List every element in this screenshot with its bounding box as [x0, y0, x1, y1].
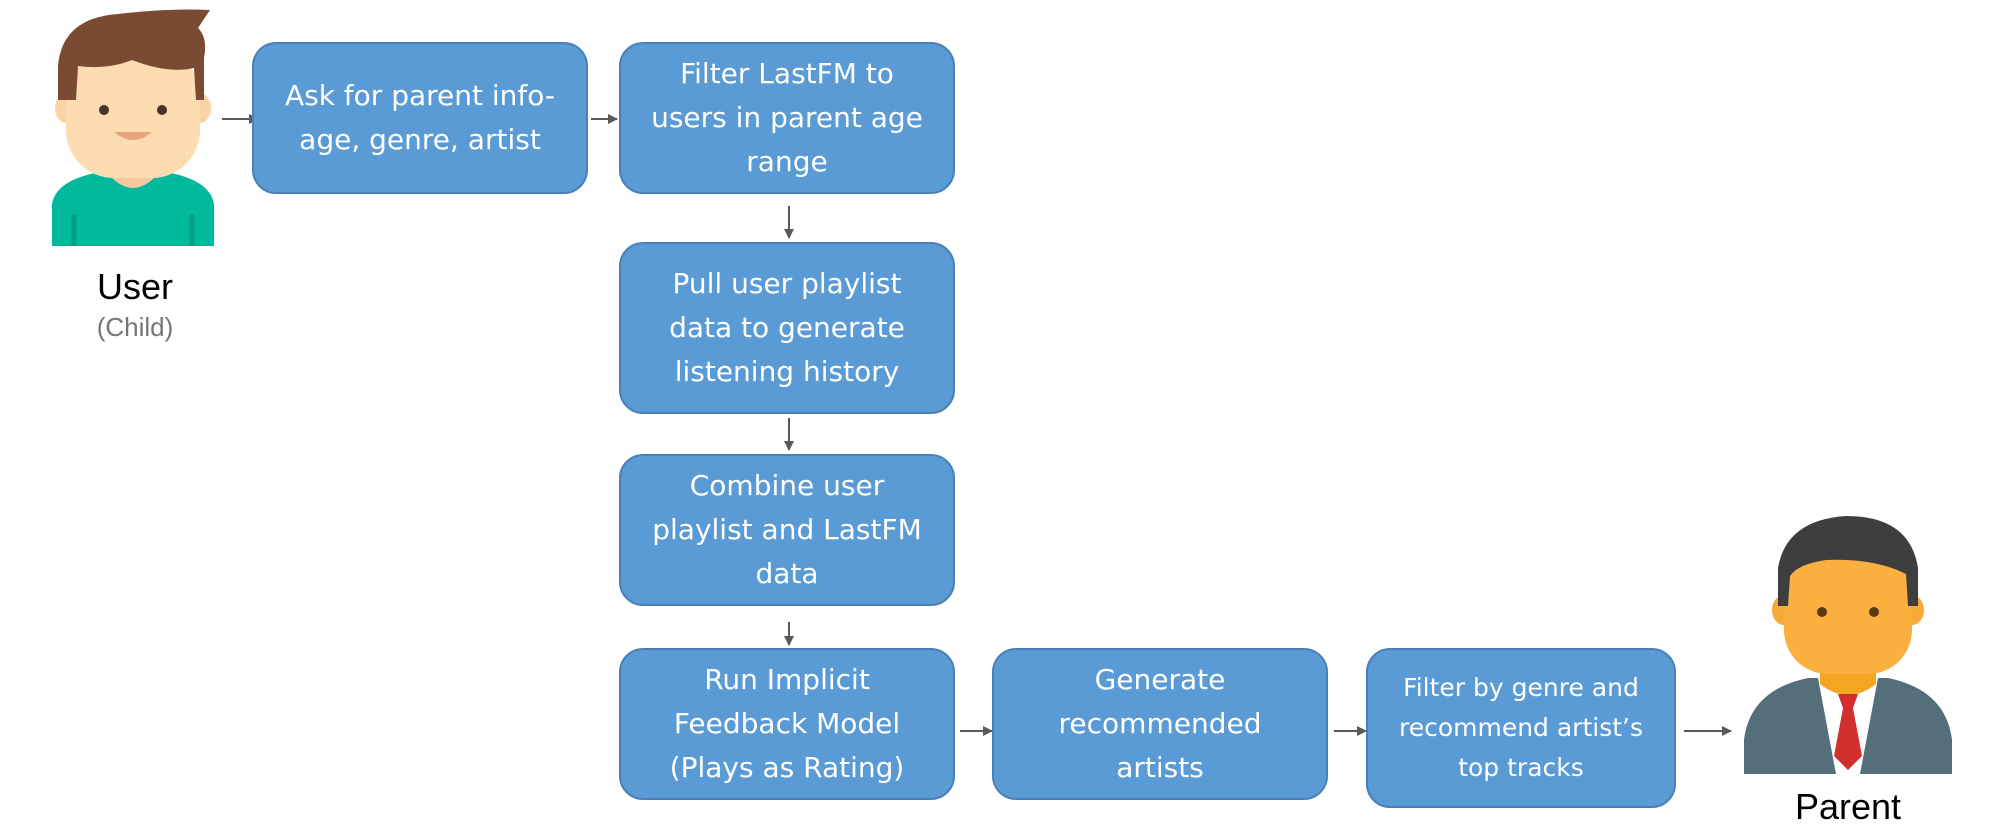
step-generate-artists: Generate recommended artists	[992, 648, 1328, 800]
step-pull-playlist: Pull user playlist data to generate list…	[619, 242, 955, 414]
step-generate-artists-text: Generate recommended artists	[1058, 663, 1262, 784]
user-label: User	[96, 266, 173, 307]
step-filter-lastfm-text: Filter LastFM to users in parent age ran…	[651, 57, 923, 178]
step-filter-genre: Filter by genre and recommend artist’s t…	[1366, 648, 1676, 808]
step-filter-genre-text: Filter by genre and recommend artist’s t…	[1398, 673, 1644, 782]
parent-user-icon	[1744, 516, 1952, 774]
step-combine-data: Combine user playlist and LastFM data	[619, 454, 955, 606]
step-ask-parent-info-text: Ask for parent info- age, genre, artist	[284, 79, 556, 156]
parent-label: Parent	[1794, 786, 1902, 827]
child-user-icon	[52, 9, 214, 246]
step-run-model: Run Implicit Feedback Model (Plays as Ra…	[619, 648, 955, 800]
step-pull-playlist-text: Pull user playlist data to generate list…	[669, 267, 905, 388]
step-run-model-text: Run Implicit Feedback Model (Plays as Ra…	[669, 663, 905, 784]
user-sublabel: (Child)	[96, 312, 174, 342]
step-ask-parent-info: Ask for parent info- age, genre, artist	[252, 42, 588, 194]
step-filter-lastfm: Filter LastFM to users in parent age ran…	[619, 42, 955, 194]
step-combine-data-text: Combine user playlist and LastFM data	[652, 469, 922, 590]
